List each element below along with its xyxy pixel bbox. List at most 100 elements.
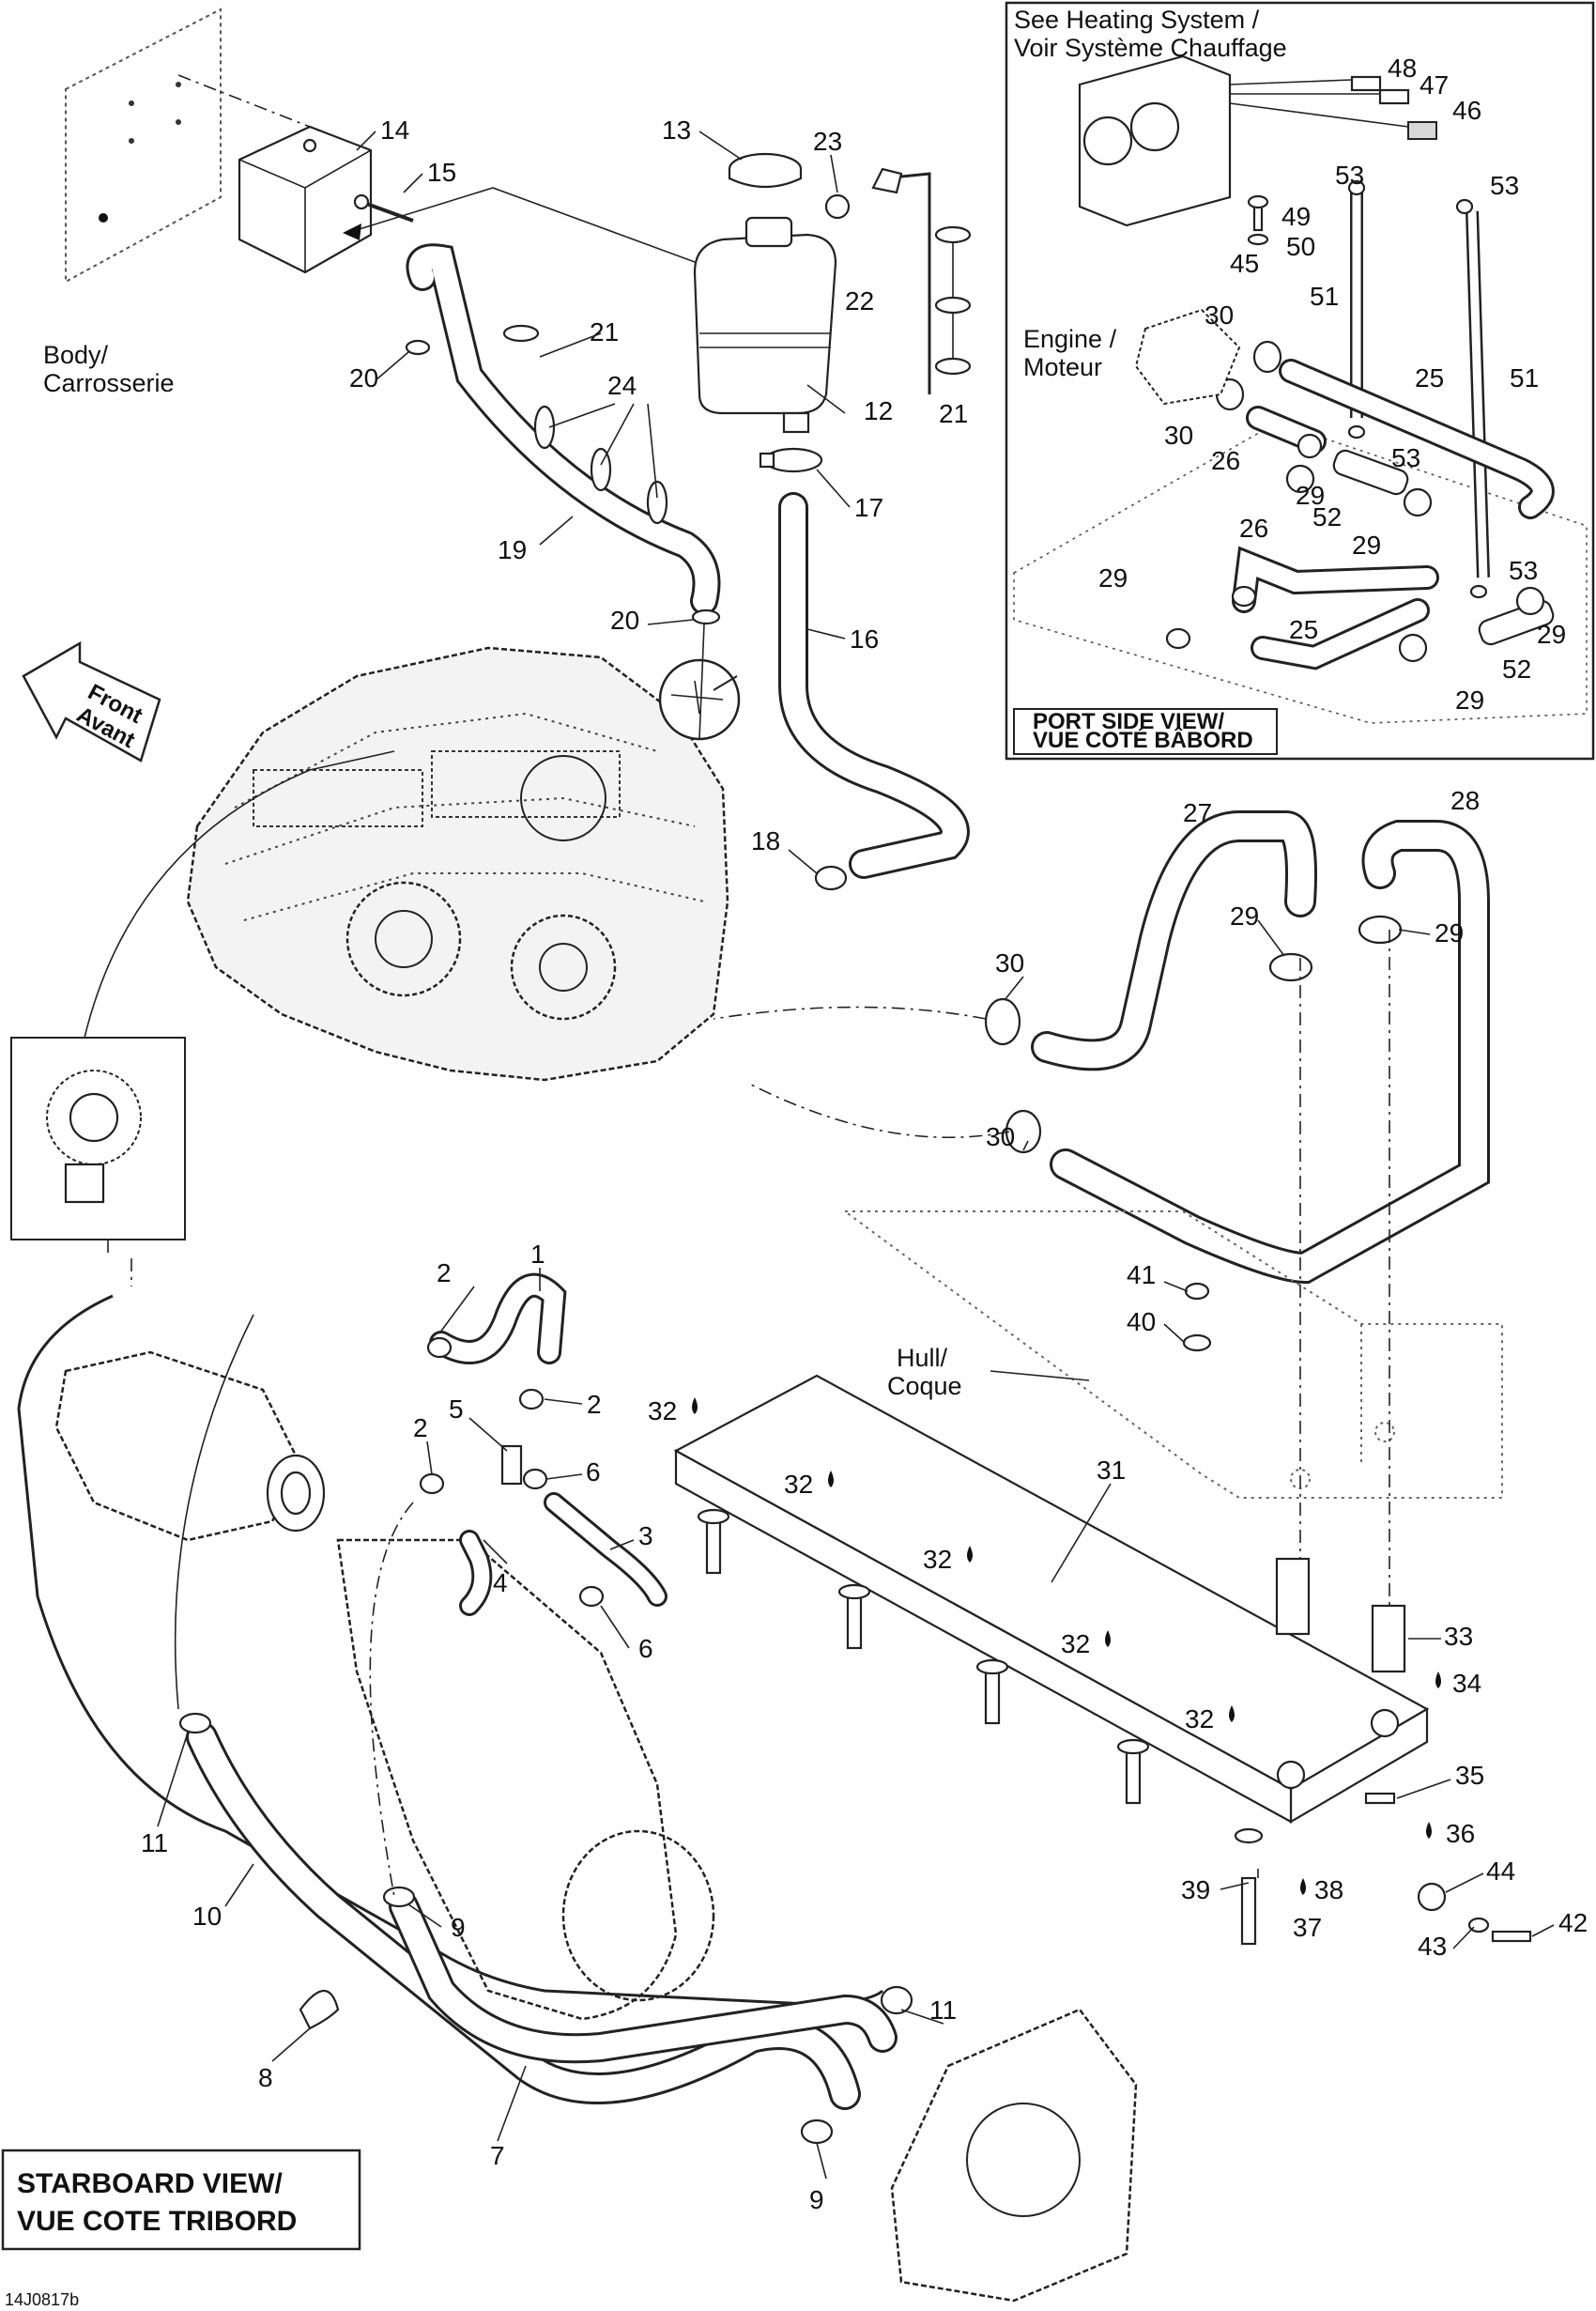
callout-16: 16 xyxy=(850,624,879,654)
bolt-49-washer-50 xyxy=(1247,194,1269,246)
callout-9: 9 xyxy=(451,1913,466,1942)
callout-50: 50 xyxy=(1286,232,1315,261)
heater-hoses-51 xyxy=(1350,193,1490,578)
callout-29: 29 xyxy=(1435,918,1464,948)
washer-20-top xyxy=(405,339,431,356)
callout-36: 36 xyxy=(1446,1819,1475,1848)
washer-20-bottom xyxy=(691,609,721,625)
callout-13: 13 xyxy=(662,116,691,145)
callout-11: 11 xyxy=(141,1828,168,1857)
callout-32: 32 xyxy=(923,1545,952,1574)
callout-52: 52 xyxy=(1502,655,1531,684)
callout-52: 52 xyxy=(1312,502,1342,532)
heating-label-line1: See Heating System / xyxy=(1014,6,1260,34)
callout-10: 10 xyxy=(192,1902,222,1931)
callout-30: 30 xyxy=(1164,421,1193,450)
hose-28 xyxy=(1050,820,1490,1285)
callout-44: 44 xyxy=(1486,1857,1515,1886)
callout-41: 41 xyxy=(1127,1260,1156,1289)
callout-46: 46 xyxy=(1452,96,1481,125)
callout-51: 51 xyxy=(1510,363,1539,393)
clamp-23 xyxy=(824,193,851,220)
callout-47: 47 xyxy=(1420,70,1449,100)
callout-53: 53 xyxy=(1490,171,1519,200)
callout-24: 24 xyxy=(607,371,637,400)
callout-2: 2 xyxy=(413,1413,428,1442)
callout-6: 6 xyxy=(586,1457,601,1487)
inset-pump xyxy=(10,1037,186,1240)
engine-label-line1: Engine / xyxy=(1023,325,1117,353)
callout-32: 32 xyxy=(1185,1704,1214,1733)
body-label-line1: Body/ xyxy=(43,341,109,369)
plate-31 xyxy=(673,1374,1430,1824)
hose-19 xyxy=(406,243,721,615)
port-side-inset xyxy=(1005,1,1595,761)
leader-lines xyxy=(157,131,1555,2180)
callout-37: 37 xyxy=(1293,1913,1322,1942)
callout-3: 3 xyxy=(638,1521,653,1550)
threadlocker-drops xyxy=(692,1397,1441,1895)
callout-25: 25 xyxy=(1415,363,1444,393)
exhaust-manifold xyxy=(54,1350,326,1542)
callout-6: 6 xyxy=(638,1634,653,1663)
callout-5: 5 xyxy=(449,1394,464,1424)
callout-8: 8 xyxy=(258,2063,273,2092)
callout-38: 38 xyxy=(1314,1875,1343,1904)
tie-8 xyxy=(299,1990,340,2030)
callout-30: 30 xyxy=(986,1122,1015,1151)
bracket-14 xyxy=(238,125,373,274)
callout-39: 39 xyxy=(1181,1875,1210,1904)
callout-26: 26 xyxy=(1211,446,1240,475)
callout-32: 32 xyxy=(1061,1629,1090,1658)
bolts-32 xyxy=(697,1508,1150,1805)
callout-28: 28 xyxy=(1450,786,1480,815)
callout-23: 23 xyxy=(813,127,842,156)
callout-49: 49 xyxy=(1281,202,1311,231)
callout-30: 30 xyxy=(995,948,1024,978)
clamps-29-30-53 xyxy=(1165,179,1545,663)
engine xyxy=(186,646,729,1082)
port-view-label-line1: PORT SIDE VIEW/ xyxy=(1033,709,1224,734)
callout-33: 33 xyxy=(1444,1622,1473,1651)
callout-35: 35 xyxy=(1455,1761,1484,1790)
fittings-33 xyxy=(1275,1557,1406,1673)
callout-30: 30 xyxy=(1205,300,1234,330)
callout-15: 15 xyxy=(427,158,456,187)
starboard-view-label-line2: VUE COTE TRIBORD xyxy=(17,2206,297,2237)
callout-45: 45 xyxy=(1230,249,1259,278)
starboard-view-label-line1: STARBOARD VIEW/ xyxy=(17,2168,283,2199)
callout-20: 20 xyxy=(610,606,639,635)
hose-16 xyxy=(778,492,970,879)
callout-29: 29 xyxy=(1352,531,1381,560)
callout-43: 43 xyxy=(1418,1932,1447,1961)
callout-29: 29 xyxy=(1455,686,1484,715)
callout-53: 53 xyxy=(1509,556,1538,585)
callout-32: 32 xyxy=(648,1396,677,1425)
callouts: 1 2 2 2 3 4 5 6 6 7 8 9 9 10 11 11 12 13… xyxy=(141,54,1588,2214)
hull-label-line2: Coque xyxy=(887,1372,962,1400)
callout-4: 4 xyxy=(493,1568,508,1597)
callout-2: 2 xyxy=(587,1390,602,1419)
callout-21: 21 xyxy=(590,317,619,347)
hardware-35-44 xyxy=(1182,1282,1532,1946)
callout-1: 1 xyxy=(530,1240,545,1269)
port-view-label-line2: VUE COTÉ BÂBORD xyxy=(1033,727,1253,753)
callout-53: 53 xyxy=(1391,443,1420,472)
callout-7: 7 xyxy=(490,2141,505,2170)
callout-31: 31 xyxy=(1097,1456,1126,1485)
callout-12: 12 xyxy=(864,396,893,425)
callout-22: 22 xyxy=(845,286,874,316)
clamp-17 xyxy=(759,447,823,473)
starboard-view-box xyxy=(1,2149,361,2251)
engine-label-line2: Moteur xyxy=(1023,353,1102,381)
callout-51: 51 xyxy=(1310,282,1339,311)
callout-29: 29 xyxy=(1537,620,1566,649)
clips-24 xyxy=(533,405,668,525)
callout-17: 17 xyxy=(854,493,883,522)
heater-box xyxy=(1078,54,1232,227)
body-label-line2: Carrosserie xyxy=(43,369,175,397)
callout-53: 53 xyxy=(1335,161,1364,190)
callout-29: 29 xyxy=(1230,901,1259,931)
callout-42: 42 xyxy=(1558,1908,1588,1937)
body-panel xyxy=(65,8,222,284)
